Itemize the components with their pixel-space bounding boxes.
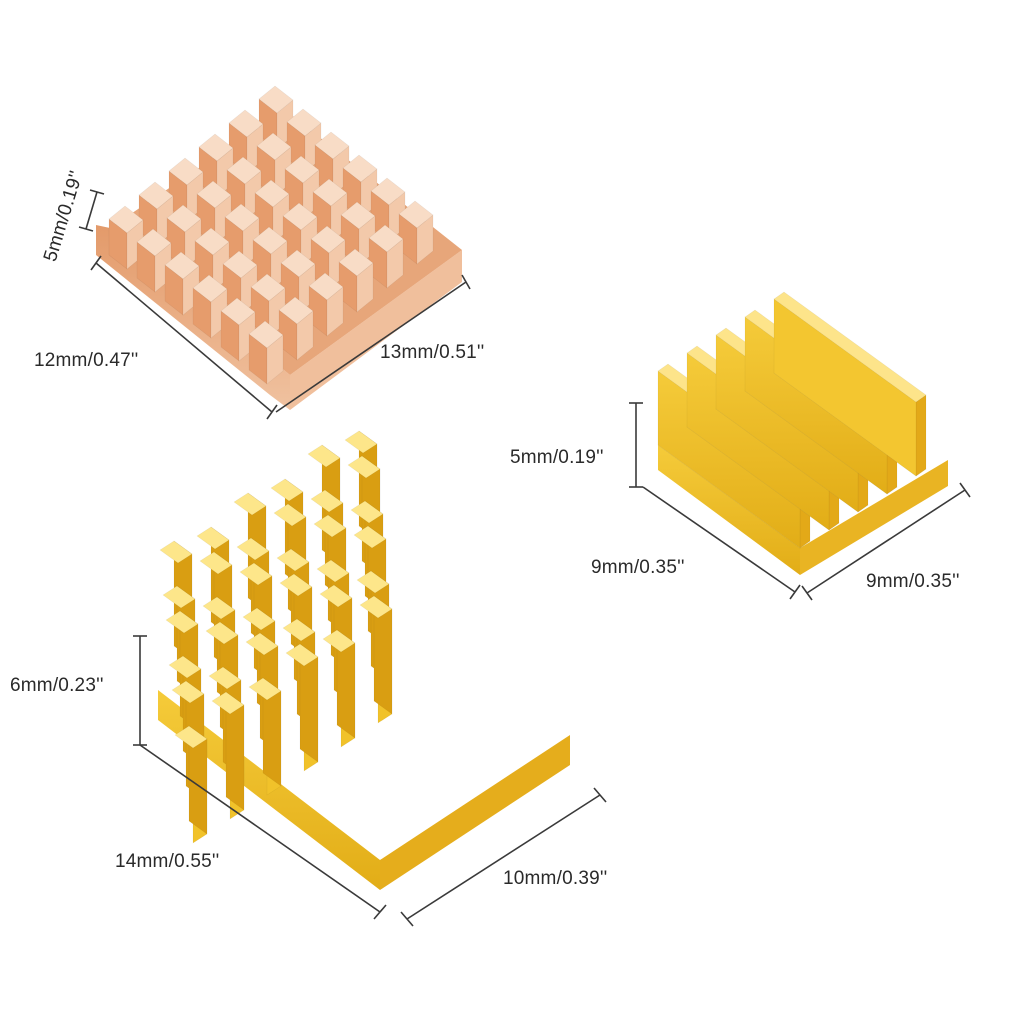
small-gold-height-label: 5mm/0.19'' [510, 447, 604, 468]
large-gold-pin [322, 629, 356, 748]
small-gold-depth-label: 9mm/0.35'' [866, 571, 960, 592]
large-gold-pin [248, 677, 282, 796]
copper-height-line [85, 191, 98, 230]
copper-pin [308, 272, 344, 337]
small-gold-heatsink [657, 291, 948, 575]
small-gold-base-right [800, 460, 948, 575]
copper-pin [278, 296, 314, 361]
copper-pin [398, 200, 434, 265]
large-gold-width-label: 14mm/0.55'' [115, 851, 220, 872]
large-gold-base-right [380, 735, 570, 890]
copper-width-label: 12mm/0.47'' [34, 350, 139, 371]
copper-width-line [95, 262, 273, 413]
large-gold-depth-label: 10mm/0.39'' [503, 868, 608, 889]
copper-pin [256, 132, 292, 197]
small-gold-fin [773, 291, 927, 477]
large-gold-pin [359, 595, 393, 724]
copper-pin-grid [108, 85, 434, 385]
large-gold-heatsink [158, 430, 570, 890]
copper-pin [226, 156, 262, 221]
large-gold-width-line [139, 744, 381, 913]
copper-pin [310, 225, 346, 290]
small-gold-width-label: 9mm/0.35'' [591, 557, 685, 578]
large-gold-depth-line [406, 794, 601, 920]
copper-pin [192, 274, 228, 339]
copper-pin [338, 248, 374, 313]
copper-depth-label: 13mm/0.51'' [380, 342, 485, 363]
large-gold-pin [211, 691, 245, 820]
copper-pin [248, 320, 284, 385]
small-gold-width-line [642, 486, 796, 593]
large-gold-pin-grid [159, 430, 393, 844]
small-gold-depth-line [806, 489, 966, 594]
dimension-lines [78, 189, 971, 927]
large-gold-height-label: 6mm/0.23'' [10, 675, 104, 696]
large-gold-pin [285, 643, 319, 772]
copper-pin [368, 224, 404, 289]
copper-base-right [290, 250, 462, 410]
small-gold-base-front [658, 445, 800, 575]
copper-heatsink [96, 85, 462, 410]
small-gold-fin-row [657, 291, 927, 549]
copper-pin [250, 273, 286, 338]
copper-depth-line [275, 281, 467, 413]
large-gold-pin [174, 725, 208, 844]
